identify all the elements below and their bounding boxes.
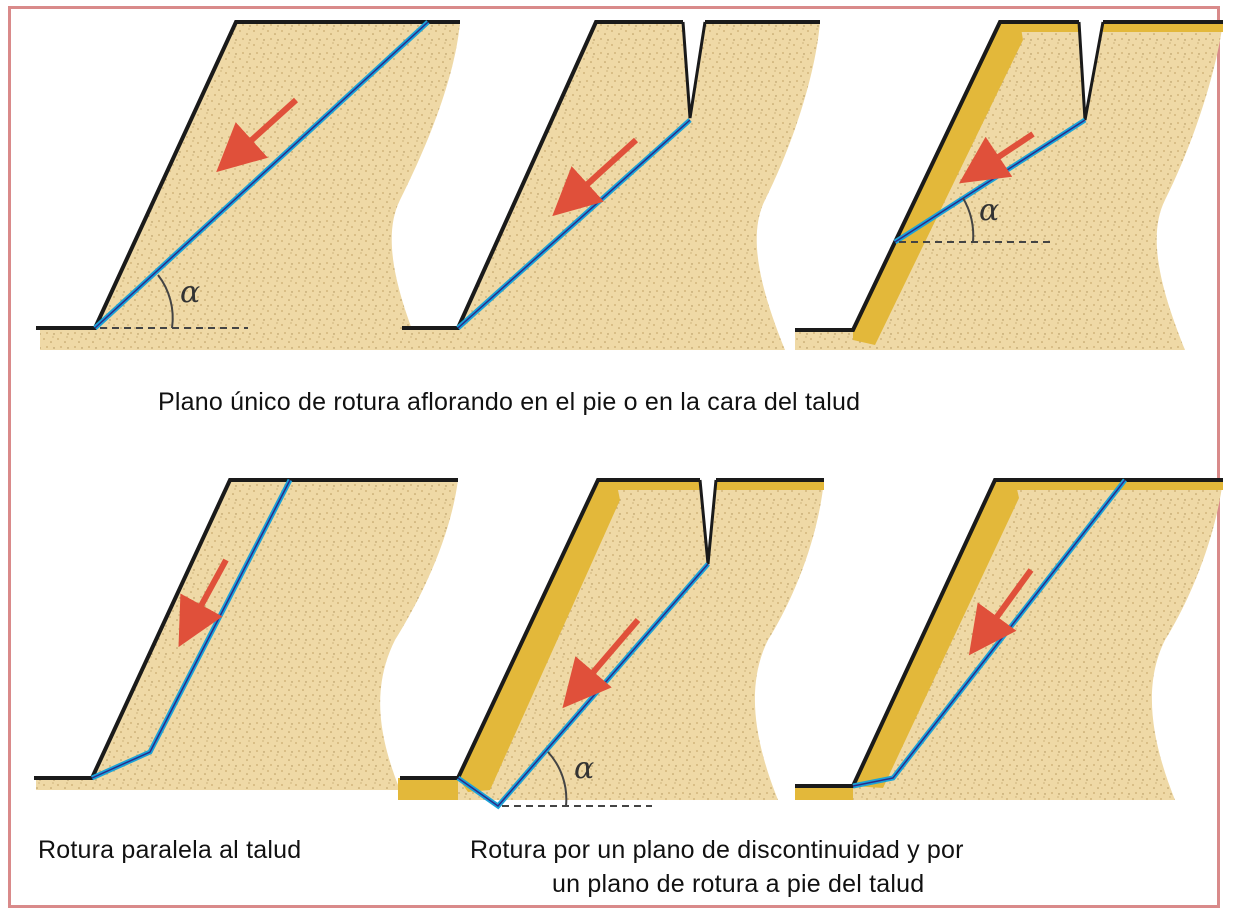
soil-mass — [795, 480, 1223, 800]
ground-surface-outline — [795, 20, 1223, 332]
angle-arc — [962, 197, 975, 243]
ground-strip — [398, 778, 458, 800]
weathered-top-layer — [1000, 22, 1223, 32]
slide-arrow — [216, 97, 299, 173]
caption-top: Plano único de rotura aflorando en el pi… — [158, 388, 861, 416]
slide-arrow — [552, 137, 639, 217]
angle-arc — [157, 274, 174, 329]
caption-bottom-right-line2: un plano de rotura a pie del talud — [552, 870, 925, 898]
failure-plane-inner — [94, 21, 429, 329]
slope-diagram-bottom-middle: α — [398, 460, 828, 820]
ground-strip — [795, 786, 853, 800]
weathered-top-layer — [598, 480, 824, 490]
failure-plane-inner — [457, 563, 709, 808]
failure-plane-inner — [91, 479, 291, 779]
tension-crack — [681, 21, 707, 119]
alpha-label: α — [574, 751, 594, 786]
soil-mass — [795, 22, 1223, 350]
slope-diagram-top-left: α — [0, 0, 460, 380]
caption-bottom-left: Rotura paralela al talud — [38, 836, 302, 864]
weathered-layer — [853, 22, 1023, 345]
slide-arrow — [178, 558, 229, 648]
ground-surface-outline — [795, 478, 1223, 788]
slope-diagram-bottom-right — [795, 460, 1225, 820]
alpha-label: α — [180, 275, 200, 310]
weathered-layer — [853, 480, 1019, 788]
failure-plane-inner — [457, 119, 691, 329]
slope-diagram-top-right: α — [795, 0, 1225, 380]
angle-arc — [547, 751, 568, 807]
slide-arrow — [562, 618, 641, 709]
ground-surface-outline — [400, 478, 824, 780]
soil-mass — [36, 480, 458, 790]
alpha-label: α — [979, 193, 999, 228]
ground-surface-outline — [402, 20, 820, 330]
caption-bottom-right-line1: Rotura por un plano de discontinuidad y … — [470, 836, 964, 864]
weathered-top-layer — [995, 480, 1223, 490]
ground-surface-outline — [34, 478, 458, 780]
weathered-layer — [458, 480, 620, 792]
ground-surface-outline — [36, 20, 460, 330]
slide-arrow — [959, 131, 1035, 184]
failure-plane-inner — [852, 479, 1126, 787]
soil-mass — [398, 480, 824, 800]
slide-arrow — [968, 568, 1034, 656]
slope-diagram-bottom-left — [0, 460, 460, 820]
soil-mass — [402, 22, 820, 350]
slope-diagram-top-middle — [400, 0, 830, 380]
